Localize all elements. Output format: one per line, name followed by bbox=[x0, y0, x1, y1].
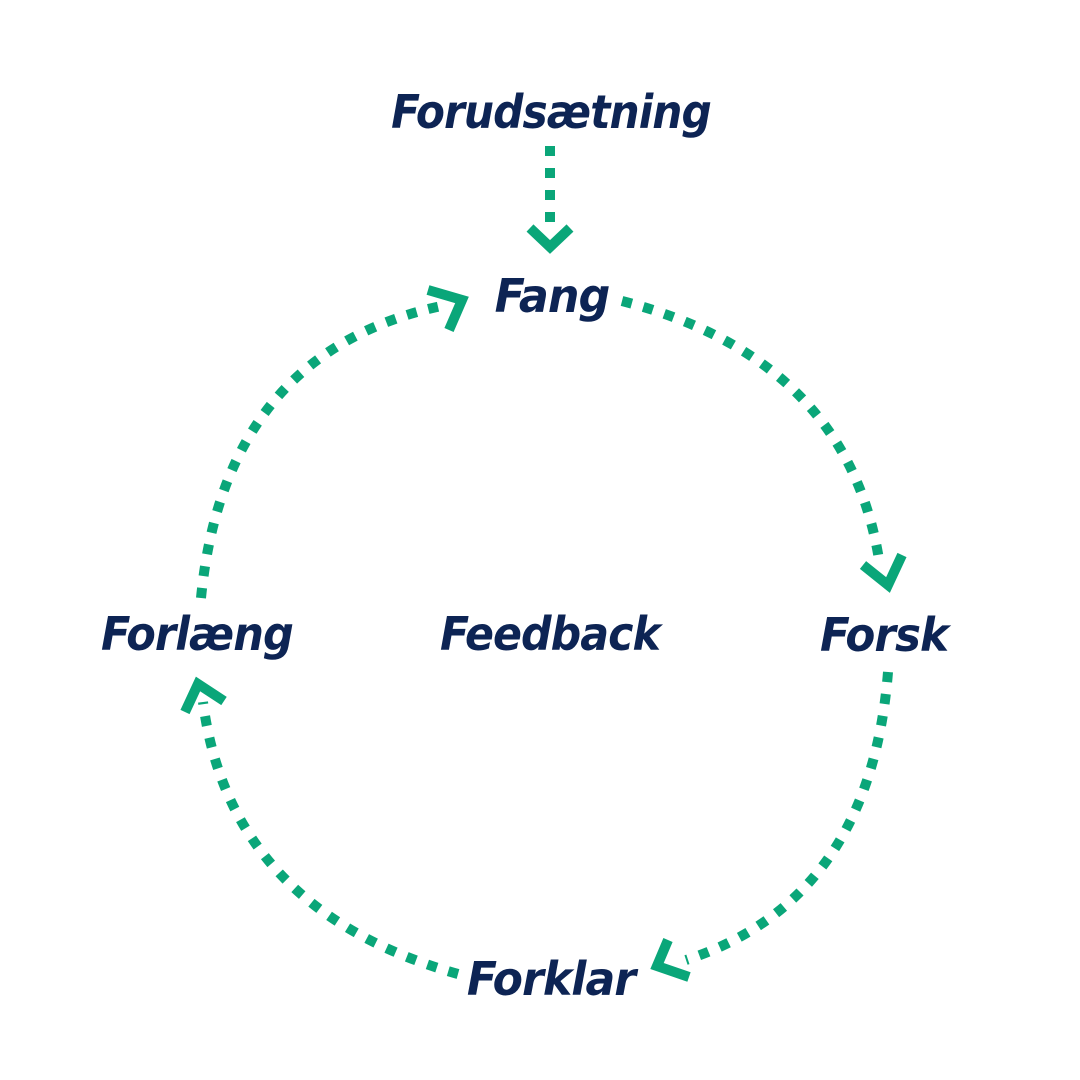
arrow-forsk-to-forklar-head bbox=[650, 938, 691, 982]
arrow-forklar-to-forlaeng-line bbox=[198, 701, 460, 979]
arrow-forklar-to-forlaeng-head bbox=[180, 676, 227, 715]
step-forlaeng-label: Forlæng bbox=[101, 607, 294, 661]
step-fang-label: Fang bbox=[494, 269, 611, 323]
arrow-forlaeng-to-fang-line bbox=[196, 300, 448, 599]
arrow-precondition-to-fang-head bbox=[526, 224, 574, 254]
arrow-fang-to-forsk-line bbox=[620, 296, 885, 567]
arrow-forlaeng-to-fang-head bbox=[426, 285, 469, 332]
arrow-fang-to-forsk-head bbox=[859, 552, 907, 593]
center-feedback-label: Feedback bbox=[440, 607, 661, 661]
step-forsk-label: Forsk bbox=[819, 608, 949, 662]
step-forklar-label: Forklar bbox=[466, 952, 636, 1006]
precondition-label: Forudsætning bbox=[391, 85, 712, 139]
arrow-forsk-to-forklar-line bbox=[684, 671, 893, 965]
